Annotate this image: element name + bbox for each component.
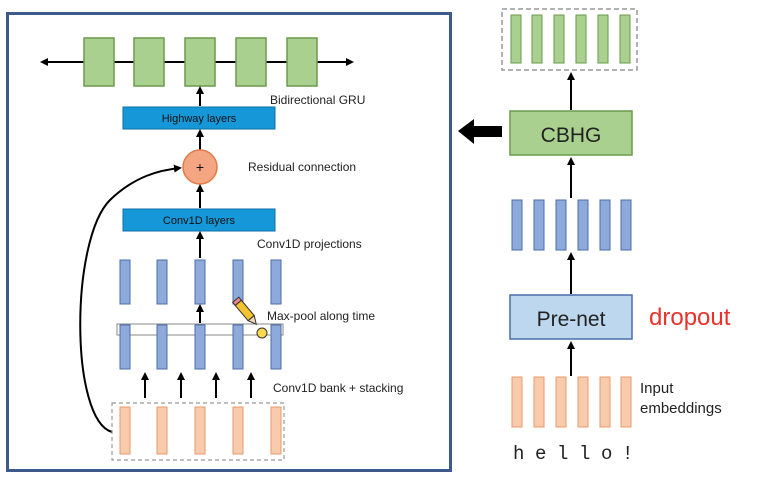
input-char: h bbox=[513, 443, 524, 465]
residual-skip-arrow bbox=[79, 164, 182, 433]
input-embeddings-line1: Input bbox=[640, 380, 674, 397]
max-pool-label: Max-pool along time bbox=[267, 309, 375, 323]
output-bar bbox=[575, 14, 587, 64]
input-dashed-box bbox=[111, 402, 285, 461]
prenet-output-bar bbox=[599, 199, 611, 251]
input-chars: h e l l o ! bbox=[513, 443, 633, 465]
projection-bar bbox=[156, 259, 168, 305]
input-bar bbox=[232, 406, 244, 455]
projection-bars bbox=[119, 259, 282, 305]
gru-cell bbox=[83, 37, 115, 87]
pencil-cursor-icon bbox=[231, 296, 258, 326]
residual-symbol: + bbox=[196, 159, 204, 175]
input-char: l bbox=[557, 443, 568, 465]
projection-bar bbox=[270, 259, 282, 305]
embedding-bar bbox=[533, 376, 545, 428]
cbhg-detail-panel bbox=[6, 12, 452, 472]
conv1d-layers-label: Conv1D layers bbox=[163, 215, 236, 227]
projection-bar bbox=[119, 259, 131, 305]
input-bar bbox=[194, 406, 206, 455]
right-input-bars bbox=[511, 376, 632, 428]
input-to-bank-arrows bbox=[141, 372, 255, 398]
output-bar bbox=[597, 14, 609, 64]
pencil-cursor-dot bbox=[256, 327, 268, 339]
output-bar bbox=[510, 14, 522, 64]
conv-bank-bar bbox=[194, 324, 206, 370]
output-bars bbox=[510, 14, 631, 64]
input-char: ! bbox=[622, 443, 633, 465]
prenet-output-bar bbox=[511, 199, 523, 251]
input-char: o bbox=[601, 443, 612, 465]
highway-layers-label: Highway layers bbox=[162, 113, 237, 125]
conv1d-projections-label: Conv1D projections bbox=[257, 237, 362, 251]
cbhg-label: CBHG bbox=[541, 124, 602, 147]
gru-cell bbox=[133, 37, 165, 87]
embedding-bar bbox=[511, 376, 523, 428]
input-embeddings-line2: embeddings bbox=[640, 400, 722, 417]
prenet-output-bars bbox=[511, 199, 632, 251]
input-char: e bbox=[535, 443, 546, 465]
expand-arrow-icon bbox=[458, 119, 502, 144]
gru-cell bbox=[184, 37, 216, 87]
embedding-bar bbox=[577, 376, 589, 428]
conv-bank-bars bbox=[119, 324, 282, 370]
left-input-bars bbox=[119, 406, 282, 455]
embedding-bar bbox=[620, 376, 632, 428]
bidirectional-gru-label: Bidirectional GRU bbox=[270, 93, 365, 107]
cbhg-box bbox=[509, 110, 633, 156]
input-bar bbox=[270, 406, 282, 455]
output-bar bbox=[531, 14, 543, 64]
conv-bank-bar bbox=[232, 324, 244, 370]
prenet-box bbox=[509, 294, 633, 340]
residual-connection-label: Residual connection bbox=[248, 160, 356, 174]
prenet-output-bar bbox=[555, 199, 567, 251]
embedding-bar bbox=[599, 376, 611, 428]
output-bar bbox=[619, 14, 631, 64]
conv-bank-bar bbox=[119, 324, 131, 370]
gru-cell bbox=[286, 37, 318, 87]
input-bar bbox=[119, 406, 131, 455]
dropout-label: dropout bbox=[649, 304, 731, 331]
gru-cells bbox=[83, 37, 318, 87]
prenet-label: Pre-net bbox=[537, 308, 606, 331]
prenet-output-bar bbox=[620, 199, 632, 251]
prenet-output-bar bbox=[577, 199, 589, 251]
embedding-bar bbox=[555, 376, 567, 428]
projection-bar bbox=[194, 259, 206, 305]
conv-bank-bar bbox=[270, 324, 282, 370]
output-dashed-box bbox=[501, 8, 638, 71]
gru-cell bbox=[235, 37, 267, 87]
conv1d-bank-label: Conv1D bank + stacking bbox=[273, 381, 403, 395]
input-bar bbox=[156, 406, 168, 455]
prenet-output-bar bbox=[533, 199, 545, 251]
output-bar bbox=[553, 14, 565, 64]
conv-bank-bar bbox=[156, 324, 168, 370]
input-char: l bbox=[579, 443, 590, 465]
